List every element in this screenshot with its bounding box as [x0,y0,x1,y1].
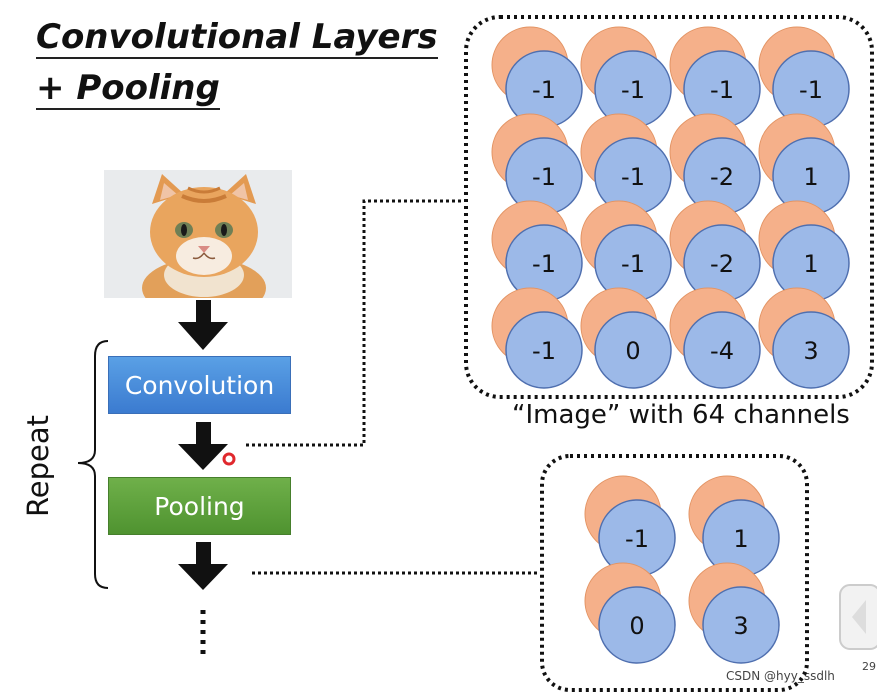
feature-map-value: 0 [625,337,640,365]
down-arrow-3 [178,542,228,590]
pooled-map-value: 3 [733,612,748,640]
feature-map-grid: -1 -1 -1 -1 -1 -1 -2 1 -1 -1 -2 1 -1 0 -4 3 [491,26,850,389]
feature-map-value: -2 [710,163,734,191]
pooled-map-cell [702,586,780,664]
feature-map-value: -4 [710,337,734,365]
feature-map-cell [772,311,850,389]
pooling-box: Pooling [108,477,291,535]
slide-number: 29 [862,660,876,673]
feature-map-value: 1 [803,163,818,191]
feature-map-value: -1 [532,250,556,278]
feature-map-value: -1 [532,76,556,104]
feature-map-cell [505,311,583,389]
repeat-brace [77,340,109,589]
pooled-map-value: 1 [733,525,748,553]
down-arrow-2 [178,422,228,470]
down-arrow-1 [178,300,228,350]
feature-map-container [464,15,874,399]
feature-map-value: -1 [532,163,556,191]
feature-map-value: -1 [621,76,645,104]
pooled-map-cell [598,586,676,664]
convolution-box: Convolution [108,356,291,414]
pooled-map-container [540,454,809,692]
cat-image [104,170,292,298]
feature-map-cell [594,311,672,389]
feature-map-value: 3 [803,337,818,365]
connector-to-feature-map [246,199,462,447]
feature-map-value: -1 [710,76,734,104]
title-line-1: Convolutional Layers [36,17,438,59]
play-icon [839,584,877,650]
feature-map-value: -2 [710,250,734,278]
feature-map-value: -1 [532,337,556,365]
feature-map-value: -1 [621,250,645,278]
feature-map-value: -1 [621,163,645,191]
feature-map-value: -1 [799,76,823,104]
feature-map-value: 1 [803,250,818,278]
cursor-marker [222,452,236,466]
watermark: CSDN @hyy_ssdlh [726,669,835,683]
title-line-2: + Pooling [36,68,220,110]
pooled-map-grid: -1 1 0 3 [584,475,780,664]
feature-map-caption: “Image” with 64 channels [512,400,850,430]
pooled-map-value: -1 [625,525,649,553]
pooled-map-value: 0 [629,612,644,640]
feature-map-cell [683,311,761,389]
